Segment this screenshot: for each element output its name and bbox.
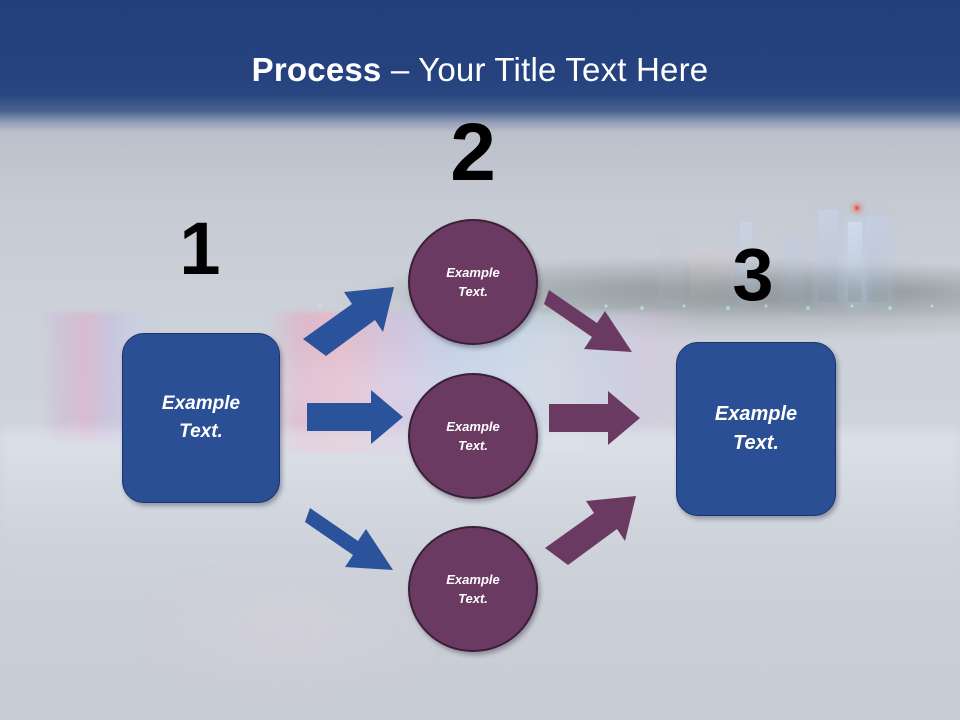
end-box-line1: Example	[714, 403, 798, 425]
arrow-start-to-top[interactable]	[303, 287, 394, 356]
circle-middle-line2: Text.	[458, 438, 488, 453]
arrow-start-to-bottom[interactable]	[305, 508, 393, 570]
circle-bottom-text: Example Text.	[446, 570, 499, 609]
background-building-left	[662, 240, 680, 300]
arrow-top-to-end[interactable]	[544, 290, 632, 352]
start-box-line1: Example	[161, 393, 241, 415]
end-box[interactable]: Example Text.	[676, 342, 836, 516]
background-beacon-light	[855, 206, 859, 210]
circle-bottom-line2: Text.	[458, 591, 488, 606]
circle-middle-line1: Example	[446, 418, 500, 434]
circle-middle-text: Example Text.	[446, 417, 499, 456]
circle-middle[interactable]: Example Text.	[408, 373, 538, 499]
circle-bottom[interactable]: Example Text.	[408, 526, 538, 652]
background-building-tower-a	[818, 210, 838, 302]
page-title-rest: – Your Title Text Here	[381, 51, 709, 88]
circle-bottom-line1: Example	[446, 571, 500, 587]
arrow-bottom-to-end[interactable]	[545, 496, 636, 565]
start-box-text: Example Text.	[162, 390, 240, 445]
circle-top-text: Example Text.	[446, 263, 499, 302]
background-shore-lights-right	[560, 300, 960, 314]
arrow-middle-to-end[interactable]	[549, 391, 640, 445]
circle-top-line1: Example	[446, 264, 500, 280]
start-box-line2: Text.	[179, 421, 223, 442]
step-number-3: 3	[732, 233, 774, 316]
end-box-line2: Text.	[733, 432, 779, 454]
circle-top-line2: Text.	[458, 284, 488, 299]
page-title-strong: Process	[251, 51, 382, 88]
end-box-text: Example Text.	[715, 400, 797, 458]
start-box[interactable]: Example Text.	[122, 333, 280, 503]
step-number-2: 2	[450, 107, 496, 198]
title-band	[0, 0, 960, 132]
circle-top[interactable]: Example Text.	[408, 219, 538, 345]
background-building-tower-b	[848, 222, 862, 302]
step-number-1: 1	[179, 207, 221, 290]
arrow-start-to-middle[interactable]	[307, 390, 403, 444]
background-building-tower-c	[866, 216, 888, 302]
page-title: Process – Your Title Text Here	[0, 50, 960, 90]
waterfall-mist-lower	[120, 560, 460, 700]
